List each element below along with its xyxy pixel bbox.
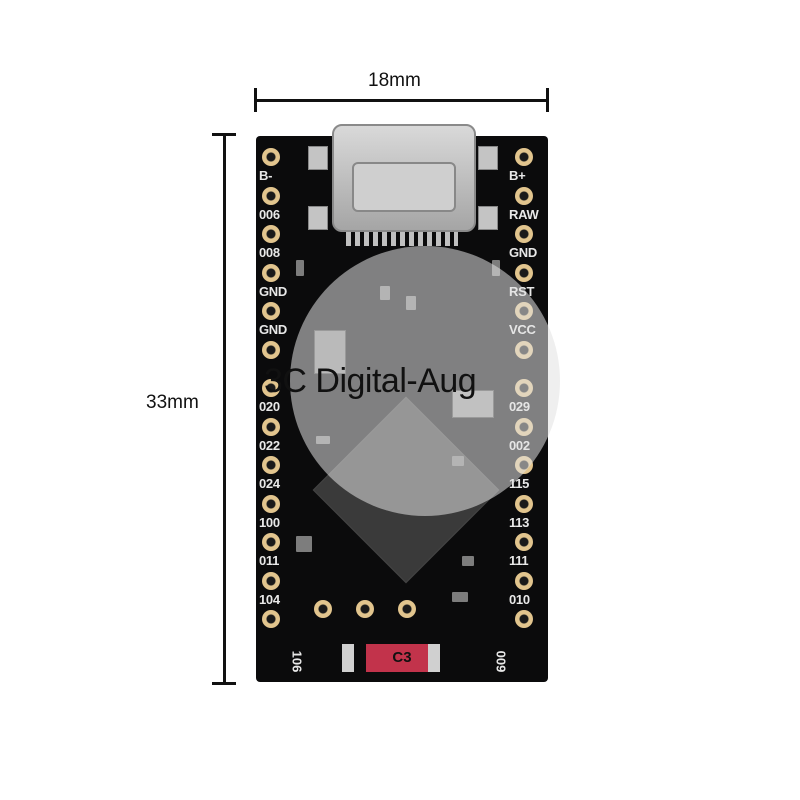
right-pin-pad	[515, 225, 533, 243]
watermark-circle	[290, 246, 560, 516]
right-pin-label: GND	[509, 245, 537, 260]
left-pin-label: 008	[259, 245, 280, 260]
usb-mount-tab-left-lower	[308, 206, 328, 230]
left-pin-label: 104	[259, 591, 280, 607]
usb-mount-tab-left	[308, 146, 328, 170]
bottom-pad	[356, 600, 374, 618]
right-pin-label: 111	[509, 553, 529, 568]
left-pin-pad	[262, 610, 280, 628]
width-dimension-tick-left	[254, 88, 257, 112]
height-dimension-tick-top	[212, 133, 236, 136]
width-label: 18mm	[368, 70, 421, 91]
left-pin-pad	[262, 263, 280, 282]
left-pin-pad	[262, 417, 280, 436]
c3-end-right	[428, 644, 440, 672]
left-pin-label: 020	[259, 399, 280, 414]
left-pin-label: 100	[259, 514, 280, 530]
right-pin-label: RAW	[509, 206, 539, 222]
smd-part	[462, 556, 474, 566]
left-pin-pad	[262, 302, 280, 320]
left-pin-label: 022	[259, 437, 280, 453]
right-pin-label: 113	[509, 514, 530, 530]
bottom-label-left: 106	[289, 650, 305, 673]
right-pin-pad	[515, 571, 533, 590]
height-label: 33mm	[146, 392, 199, 413]
width-dimension-tick-right	[546, 88, 549, 112]
bottom-pad	[398, 600, 416, 618]
watermark-text: 3C Digital-Aug	[264, 362, 477, 400]
right-pin-pad	[515, 494, 533, 513]
usb-c-connector	[332, 124, 476, 232]
usb-c-port	[352, 162, 456, 212]
right-pin-pad	[515, 148, 533, 166]
left-pin-label: B-	[259, 168, 273, 183]
bottom-label-right: 009	[493, 650, 509, 673]
left-pin-label: 024	[259, 476, 280, 491]
height-dimension-tick-bottom	[212, 682, 236, 685]
left-pin-label: GND	[259, 283, 287, 299]
left-pin-label: 006	[259, 206, 280, 222]
right-pin-label: 010	[509, 591, 530, 607]
left-pin-pad	[262, 571, 280, 590]
left-pin-pad	[262, 186, 280, 205]
right-pin-pad	[515, 263, 533, 282]
usb-mount-tab-right	[478, 146, 498, 170]
left-pin-pad	[262, 340, 280, 359]
c3-end-left	[342, 644, 354, 672]
c3-component: C3	[366, 644, 438, 672]
left-pin-pad	[262, 494, 280, 513]
left-pin-label: 011	[259, 553, 280, 568]
height-dimension-line	[223, 134, 226, 684]
smd-part	[296, 536, 312, 552]
left-pin-pad	[262, 225, 280, 243]
left-pin-label: GND	[259, 322, 287, 337]
left-pin-pad	[262, 148, 280, 166]
left-pin-pad	[262, 456, 280, 474]
right-pin-pad	[515, 533, 533, 551]
usb-mount-tab-right-lower	[478, 206, 498, 230]
smd-part	[452, 592, 468, 602]
bottom-pad	[314, 600, 332, 618]
usb-pin-row	[346, 232, 458, 246]
right-pin-pad	[515, 186, 533, 205]
smd-part	[296, 260, 304, 276]
left-pin-pad	[262, 379, 280, 397]
width-dimension-line	[256, 99, 548, 102]
right-pin-label: B+	[509, 168, 526, 183]
left-pin-pad	[262, 533, 280, 551]
right-pin-pad	[515, 610, 533, 628]
